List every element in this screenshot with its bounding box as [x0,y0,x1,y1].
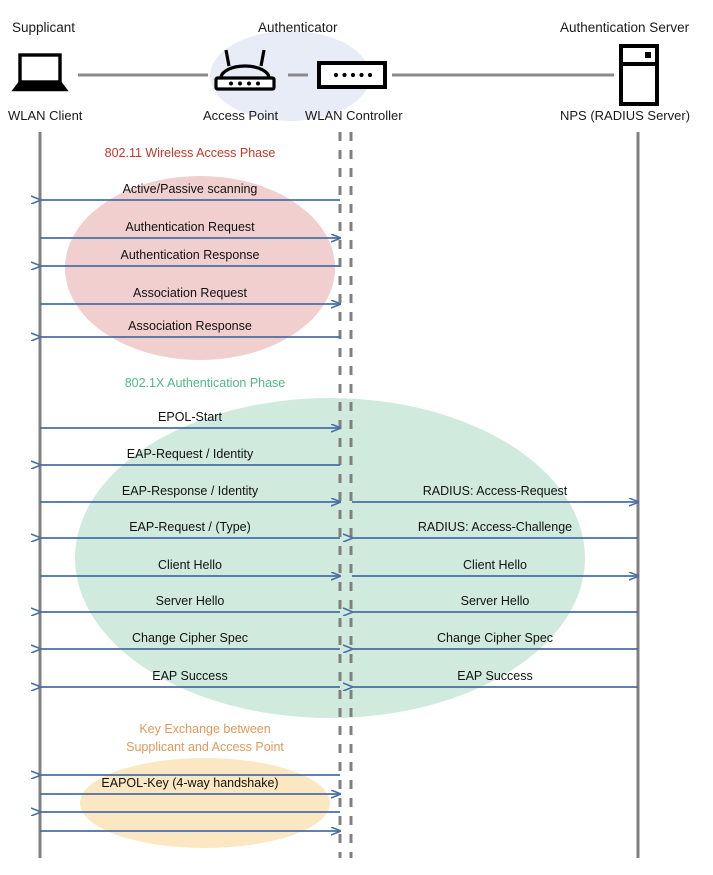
message-right-label: EAP Success [457,669,533,683]
actor-device-access-point: Access Point [203,108,279,123]
message-arrows-left [40,200,340,831]
laptop-icon [11,53,69,92]
message-left-label: EAP-Request / Identity [126,447,254,461]
message-left-label: EAP-Response / Identity [121,484,259,498]
actor-device-wlan-controller: WLAN Controller [305,108,403,123]
phase-label-keyexchange-line2: Supplicant and Access Point [126,740,284,754]
message-left-label: Authentication Request [125,220,255,234]
message-left-label: Active/Passive scanning [122,182,258,196]
message-right-label: Client Hello [463,558,527,572]
message-left-label: Client Hello [158,558,222,572]
message-right-label: RADIUS: Access-Challenge [417,520,573,534]
phase-8021x-bubble [75,398,585,718]
actor-role-authenticator: Authenticator [258,20,338,35]
message-left-label: Authentication Response [120,248,260,262]
message-left-label: EAP-Request / (Type) [129,520,251,534]
phase-80211-bubble [65,176,335,360]
actor-role-auth-server: Authentication Server [560,20,690,35]
phase-label-keyexchange-line1: Key Exchange between [139,722,271,736]
phase-label-80211: 802.11 Wireless Access Phase [104,146,276,160]
message-left-label: EPOL-Start [158,410,222,424]
message-left-label: Association Request [133,286,247,300]
network-switch-icon [317,61,387,89]
message-right-label: RADIUS: Access-Request [422,484,568,498]
wireless-router-icon [214,49,276,91]
message-left-label: Server Hello [155,594,225,608]
message-right-label: Change Cipher Spec [436,631,554,645]
phase-keyexchange-bubble [80,758,330,848]
phase-label-8021x: 802.1X Authentication Phase [124,376,286,390]
server-rack-icon [619,44,659,106]
message-left-label: Change Cipher Spec [131,631,249,645]
message-left-label: Association Response [128,319,252,333]
actor-role-supplicant: Supplicant [12,20,76,35]
message-arrows-right [352,502,638,687]
actor-device-wlan-client: WLAN Client [8,108,83,123]
message-right-label: Server Hello [460,594,530,608]
message-left-label: EAPOL-Key (4-way handshake) [101,776,279,790]
actor-device-nps: NPS (RADIUS Server) [560,108,691,123]
message-left-label: EAP Success [152,669,228,683]
